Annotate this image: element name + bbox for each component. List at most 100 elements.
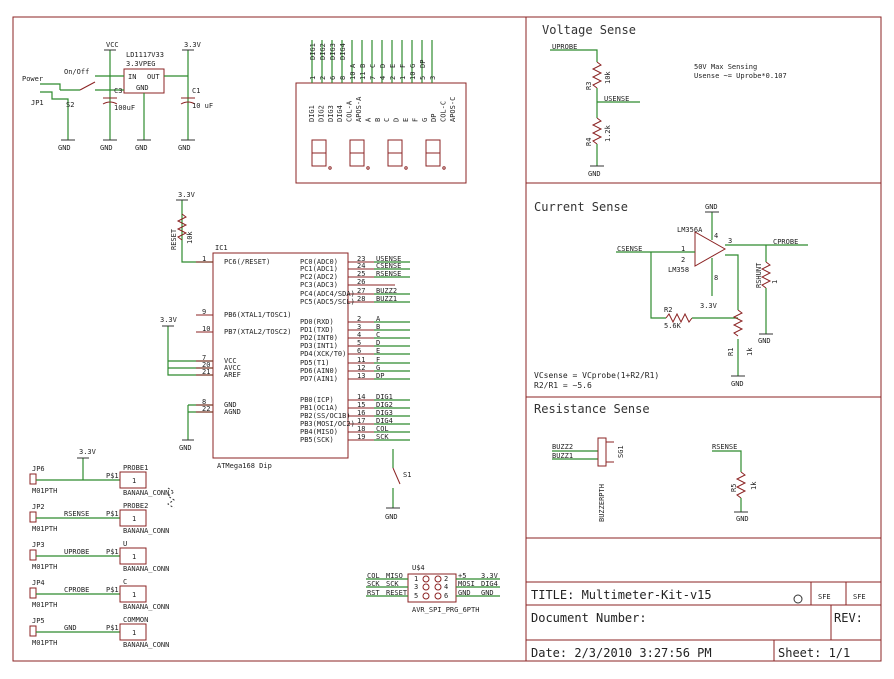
gnd-label: GND [135,144,148,152]
spi-left-net: SCK [367,580,380,588]
display-inner-label: A [364,117,372,122]
mcu-pin-name: PD1(TXD) [300,326,334,334]
spi-right-pin: MOSI [458,580,475,588]
mcu-net-label: SCK [376,433,389,441]
sfe-label: SFE [853,593,866,601]
pin-number: 1 [681,245,685,253]
outer-frame [12,16,882,662]
display-dp [404,166,408,170]
sheet-text: Sheet: 1/1 [778,646,850,660]
mcu-pin-number: 18 [357,425,365,433]
probe-net: RSENSE [64,510,89,518]
mcu-net-label: DIG3 [376,409,393,417]
power-supply-circuit: VCC 3.3V LD1117V33 3.3VPEG IN OUT GND On… [22,41,213,152]
mcu-net-label: CSENSE [376,262,401,270]
spi-pin-number: 2 [444,575,448,583]
mcu-pin-name: PC0(ADC0) [300,258,338,266]
r4-label: R4 [585,138,593,146]
voltage-sense-header: Voltage Sense [542,23,636,37]
probe-part: M01PTH [32,601,57,609]
mcu-pin-name: PC3(ADC3) [300,281,338,289]
spi-pad [422,575,430,583]
mcu-right-pins: 23PC0(ADC0)USENSE24PC1(ADC1)CSENSE25PC2(… [300,255,410,444]
display-pin-number: 11 [359,72,367,80]
spi-right-pin: +5 [458,572,466,580]
spi-left-net: COL [367,572,380,580]
rev-label: REV: [834,611,863,625]
mcu-pin-name: PB7(XTAL2/TOSC2) [224,328,291,336]
mcu-pin-name: PC2(ADC2) [300,273,338,281]
display-pin-number: 4 [379,76,387,80]
pin-number: 3 [728,237,732,245]
mcu-net-label: DP [376,372,384,380]
sfe-logo-circle [793,594,803,604]
display-inner-label: COL-A [346,100,354,122]
display-inner-label: DIG3 [327,105,335,122]
mcu-pin-number: 19 [357,433,365,441]
mcu-pin-number: 21 [202,368,210,376]
spi-pin-number: 6 [444,592,448,600]
banana-connector [119,471,147,489]
mcu-pin-number: 15 [357,401,365,409]
sfe-label: SFE [818,593,831,601]
probe-pin: P$1 [106,624,119,632]
display-inner-label: DIG1 [308,105,316,122]
v33-label: 3.3V [79,448,97,456]
probe-sub: BANANA_CONN [123,565,169,573]
mcu-pin-number: 5 [357,339,361,347]
voltage-formula: Usense ~= Uprobe*0.107 [694,72,787,80]
display-dp [366,166,370,170]
voltage-sense-circuit: UPROBE USENSE R3 10k R4 1.2k GND 50V Max… [550,43,787,178]
mcu-net-label: G [376,364,380,372]
probe-net: CPROBE [64,586,89,594]
mcu-pin-number: 10 [202,325,210,333]
mcu-net-label: BUZZ2 [376,287,397,295]
mcu-pin-name: GND [224,401,237,409]
mcu-pin-number: 28 [357,295,365,303]
usense-net: USENSE [604,95,629,103]
display-pin-label: E [389,64,397,68]
probe-jack [29,625,37,637]
buzzer-part: BUZZERPTH [598,484,606,522]
spi-right-net: DIG4 [481,580,498,588]
uprobe-net: UPROBE [552,43,577,51]
gnd-label: GND [178,144,191,152]
mcu-pin-name: PB1(OC1A) [300,404,338,412]
mcu-net-label: A [376,315,381,323]
r4-value: 1.2k [604,124,612,142]
buzz1-net: BUZZ1 [552,452,573,460]
opamp-part: LM358 [668,266,689,274]
mcu-pin-number: 9 [202,308,206,316]
probe-name: PROBE2 [123,502,148,510]
mcu-pin-number: 13 [357,372,365,380]
mcu-pin-name: PD5(T1) [300,359,330,367]
display-pin-number: 3 [429,76,437,80]
probe-name: U [123,540,127,548]
mcu-pin-name: PD4(XCK/T0) [300,350,346,358]
c3-label: C3 [114,87,122,95]
mcu-pin-number: 8 [202,398,206,406]
mcu-pin-number: 12 [357,364,365,372]
mcu-pin-number: 20 [202,361,210,369]
spi-right-pin: GND [458,589,471,597]
pin-number: 4 [714,232,718,240]
display-pin-label: D [379,64,387,68]
regulator-gnd: GND [136,84,149,92]
mcu-net-label: COL [376,425,389,433]
date-text: Date: 2/3/2010 3:27:56 PM [531,646,712,660]
mcu-pin-name: AGND [224,408,241,416]
probe-jacks: 3.3V JP6M01PTHP$1PROBE11BANANA_CONNJP2M0… [29,448,175,649]
mcu-pin-number: 7 [202,354,206,362]
rshunt-label: RSHUNT [755,262,763,288]
spi-pad [434,575,442,583]
display-pin-label: B [359,64,367,68]
probe-pin-number: 1 [132,477,136,485]
probe-jack [29,511,37,523]
regulator-label: LD1117V33 [126,51,164,59]
resistance-sense-header: Resistance Sense [534,402,650,416]
spi-pin-number: 4 [444,583,448,591]
spi-left-pin: SCK [386,580,399,588]
display-inner-label: DIG2 [317,105,325,122]
display-inner-label: APOS-C [449,97,457,122]
